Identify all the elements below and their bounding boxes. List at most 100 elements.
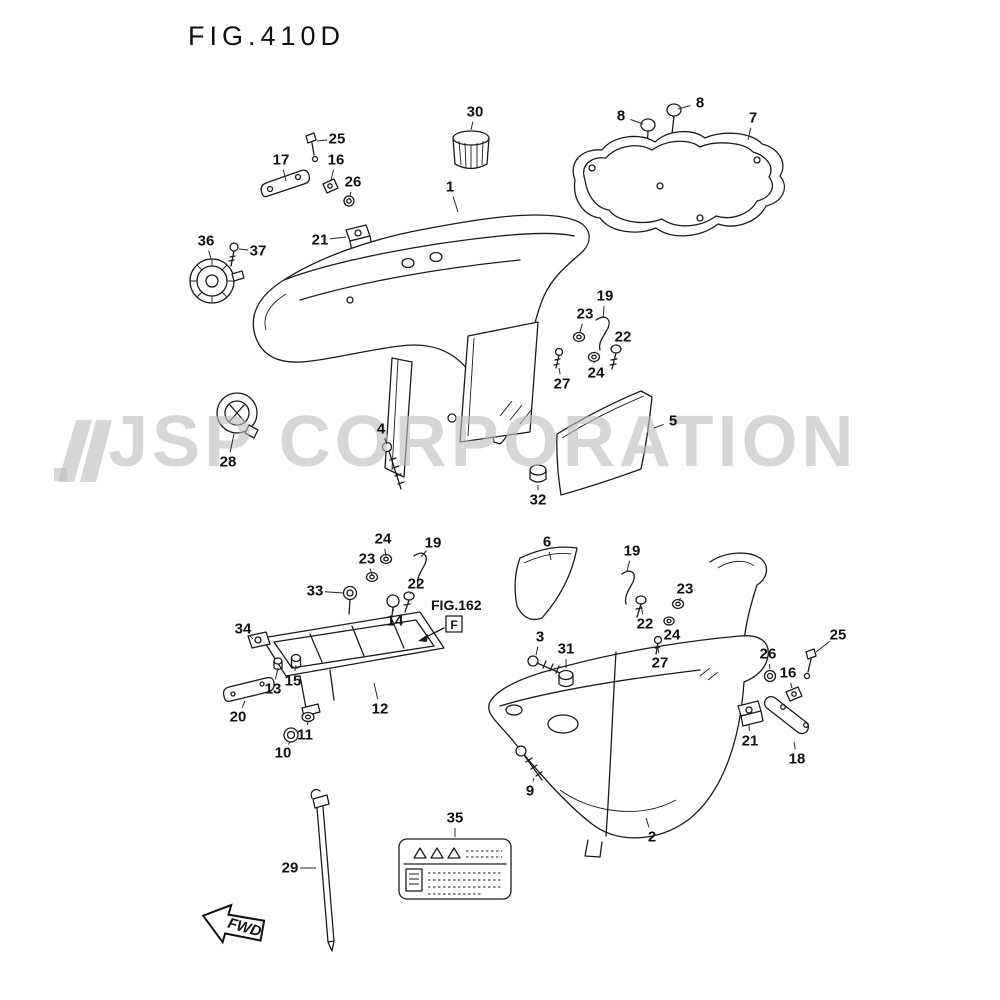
- part-19-hook-upper: [595, 316, 610, 351]
- leader-line-30: [470, 121, 474, 131]
- leader-line-2: [645, 817, 650, 828]
- leader-line-1: [452, 196, 459, 213]
- part-callout-4: 4: [377, 421, 386, 438]
- part-3-bolt: [527, 655, 561, 674]
- part-callout-23: 23: [577, 306, 594, 323]
- leader-line-13: [274, 667, 279, 680]
- part-14-knob: [386, 594, 400, 617]
- part-31-cap: [558, 669, 574, 688]
- leader-line-5: [653, 423, 664, 429]
- part-35-warning-label: [398, 838, 512, 900]
- leader-line-11: [306, 721, 309, 726]
- figure-title: FIG.410D: [188, 21, 345, 51]
- leader-line-19: [602, 305, 605, 319]
- part-callout-21: 21: [742, 733, 759, 750]
- part-callout-24: 24: [588, 365, 605, 382]
- leader-line-16: [790, 682, 793, 689]
- part-callout-27: 27: [554, 376, 571, 393]
- part-callout-32: 32: [530, 492, 547, 509]
- part-callout-22: 22: [637, 616, 654, 633]
- watermark-logo-bar-2: [80, 420, 112, 482]
- part-callout-33: 33: [307, 583, 324, 600]
- part-19-hook-right: [621, 570, 635, 605]
- part-callout-10: 10: [275, 745, 292, 762]
- part-callout-27: 27: [652, 655, 669, 672]
- part-callout-24: 24: [664, 627, 681, 644]
- part-22-bolt-right: [635, 595, 647, 618]
- part-callout-24: 24: [375, 531, 392, 548]
- leader-line-6: [548, 551, 552, 561]
- part-28-grommet: [216, 392, 259, 439]
- watermark: JSP CORPORATION: [54, 402, 853, 482]
- part-18-strip: [763, 695, 810, 735]
- part-11-cap: [301, 711, 315, 723]
- part-callout-9: 9: [526, 783, 534, 800]
- leader-line-8: [630, 118, 644, 125]
- watermark-logo-square: [54, 468, 67, 481]
- part-callout-8: 8: [696, 95, 704, 112]
- part-callout-36: 36: [198, 233, 215, 250]
- part-12-bracket-assembly: [261, 611, 445, 717]
- part-26-nut: [343, 195, 355, 207]
- leader-line-27: [657, 647, 660, 654]
- part-2-lower-side-cover: [488, 552, 769, 858]
- watermark-logo-bar-1: [58, 420, 92, 482]
- part-6-panel: [514, 546, 578, 621]
- part-16-bracket: [322, 178, 339, 194]
- leader-line-22: [640, 605, 644, 615]
- part-callout-18: 18: [789, 751, 806, 768]
- part-17-lever: [260, 169, 311, 198]
- part-callout-15: 15: [285, 673, 302, 690]
- diagram-artwork: FWD: [189, 103, 817, 952]
- part-callout-21: 21: [312, 232, 329, 249]
- part-callout-7: 7: [749, 110, 757, 127]
- leader-line-23: [678, 597, 681, 602]
- part-callout-3: 3: [536, 629, 544, 646]
- part-callout-13: 13: [265, 681, 282, 698]
- part-callout-22: 22: [408, 576, 425, 593]
- leader-line-36: [208, 250, 212, 260]
- part-21-clamp-right: [737, 700, 764, 727]
- part-30-plug: [452, 130, 490, 170]
- part-callout-34: 34: [235, 621, 252, 638]
- fig-reference-label: FIG.162: [431, 597, 482, 613]
- leader-line-9: [532, 777, 535, 782]
- fwd-arrow: FWD: [201, 903, 266, 945]
- leader-line-12: [373, 682, 379, 700]
- part-callout-37: 37: [250, 243, 267, 260]
- part-23-washer-upper: [572, 331, 586, 343]
- part-callout-23: 23: [359, 551, 376, 568]
- part-callout-19: 19: [597, 288, 614, 305]
- part-33-grommet: [342, 585, 358, 615]
- leader-line-26: [349, 191, 352, 197]
- part-25-pin: [305, 132, 319, 163]
- leader-line-16: [330, 169, 335, 181]
- part-callout-23: 23: [677, 581, 694, 598]
- part-callout-14: 14: [387, 613, 404, 630]
- fig-reference-arrow: [418, 615, 463, 642]
- leader-line-20: [241, 700, 246, 709]
- part-callout-28: 28: [220, 454, 237, 471]
- part-37-screw: [228, 242, 239, 267]
- leader-line-22: [409, 592, 412, 595]
- part-callout-35: 35: [447, 810, 464, 827]
- leader-line-23: [369, 568, 373, 576]
- leader-line-18: [793, 741, 796, 750]
- part-23-washer-right: [671, 598, 685, 610]
- part-15-spacer: [290, 653, 302, 669]
- part-25-pin-right: [803, 648, 817, 680]
- part-4-bolt: [381, 441, 405, 490]
- part-callout-26: 26: [345, 174, 362, 191]
- part-24-washer-upper: [587, 351, 601, 363]
- leader-line-25: [316, 139, 328, 142]
- part-10-grommet: [283, 727, 299, 743]
- part-callout-12: 12: [372, 701, 389, 718]
- part-callout-6: 6: [543, 534, 551, 551]
- part-7-gasket: [572, 131, 785, 237]
- part-27-screw-right: [653, 635, 663, 655]
- part-callout-22: 22: [615, 329, 632, 346]
- part-callout-25: 25: [830, 627, 847, 644]
- leader-line-3: [535, 646, 539, 656]
